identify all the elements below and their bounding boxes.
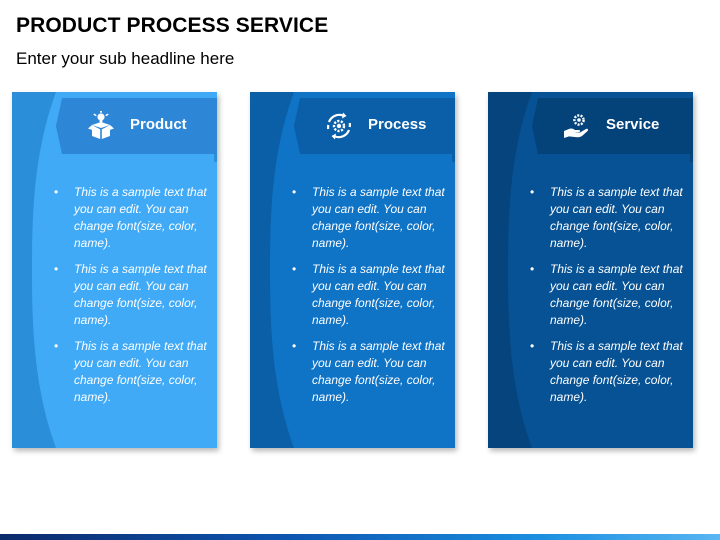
banner-fold-shadow <box>214 154 217 162</box>
banner-fold-shadow <box>452 154 455 162</box>
list-item: This is a sample text that you can edit.… <box>292 338 452 406</box>
service-bullet-list: This is a sample text that you can edit.… <box>530 184 690 415</box>
banner-fold-shadow <box>690 154 693 162</box>
process-bullet-list: This is a sample text that you can edit.… <box>292 184 452 415</box>
product-banner: Product <box>56 98 217 154</box>
page-subtitle: Enter your sub headline here <box>16 49 235 68</box>
list-item: This is a sample text that you can edit.… <box>292 261 452 329</box>
process-card: Process This is a sample text that you c… <box>250 92 455 448</box>
card-curve-decoration <box>250 92 294 448</box>
page-title: PRODUCT PROCESS SERVICE <box>16 14 329 37</box>
card-label-process: Process <box>368 116 427 133</box>
process-banner: Process <box>294 98 455 154</box>
list-item: This is a sample text that you can edit.… <box>54 338 214 406</box>
list-item: This is a sample text that you can edit.… <box>54 184 214 252</box>
list-item: This is a sample text that you can edit.… <box>292 184 452 252</box>
service-card: Service This is a sample text that you c… <box>488 92 693 448</box>
list-item: This is a sample text that you can edit.… <box>530 338 690 406</box>
card-curve-decoration <box>488 92 532 448</box>
footer-gradient-bar <box>0 534 720 540</box>
card-label-product: Product <box>130 116 187 133</box>
hand-gear-icon <box>564 114 589 138</box>
list-item: This is a sample text that you can edit.… <box>54 261 214 329</box>
list-item: This is a sample text that you can edit.… <box>530 184 690 252</box>
product-card: Product This is a sample text that you c… <box>12 92 217 448</box>
service-banner: Service <box>532 98 693 154</box>
cycle-gear-icon <box>326 112 352 140</box>
box-lightbulb-icon <box>88 111 114 139</box>
card-curve-decoration <box>12 92 56 448</box>
list-item: This is a sample text that you can edit.… <box>530 261 690 329</box>
card-label-service: Service <box>606 116 660 133</box>
product-bullet-list: This is a sample text that you can edit.… <box>54 184 214 415</box>
